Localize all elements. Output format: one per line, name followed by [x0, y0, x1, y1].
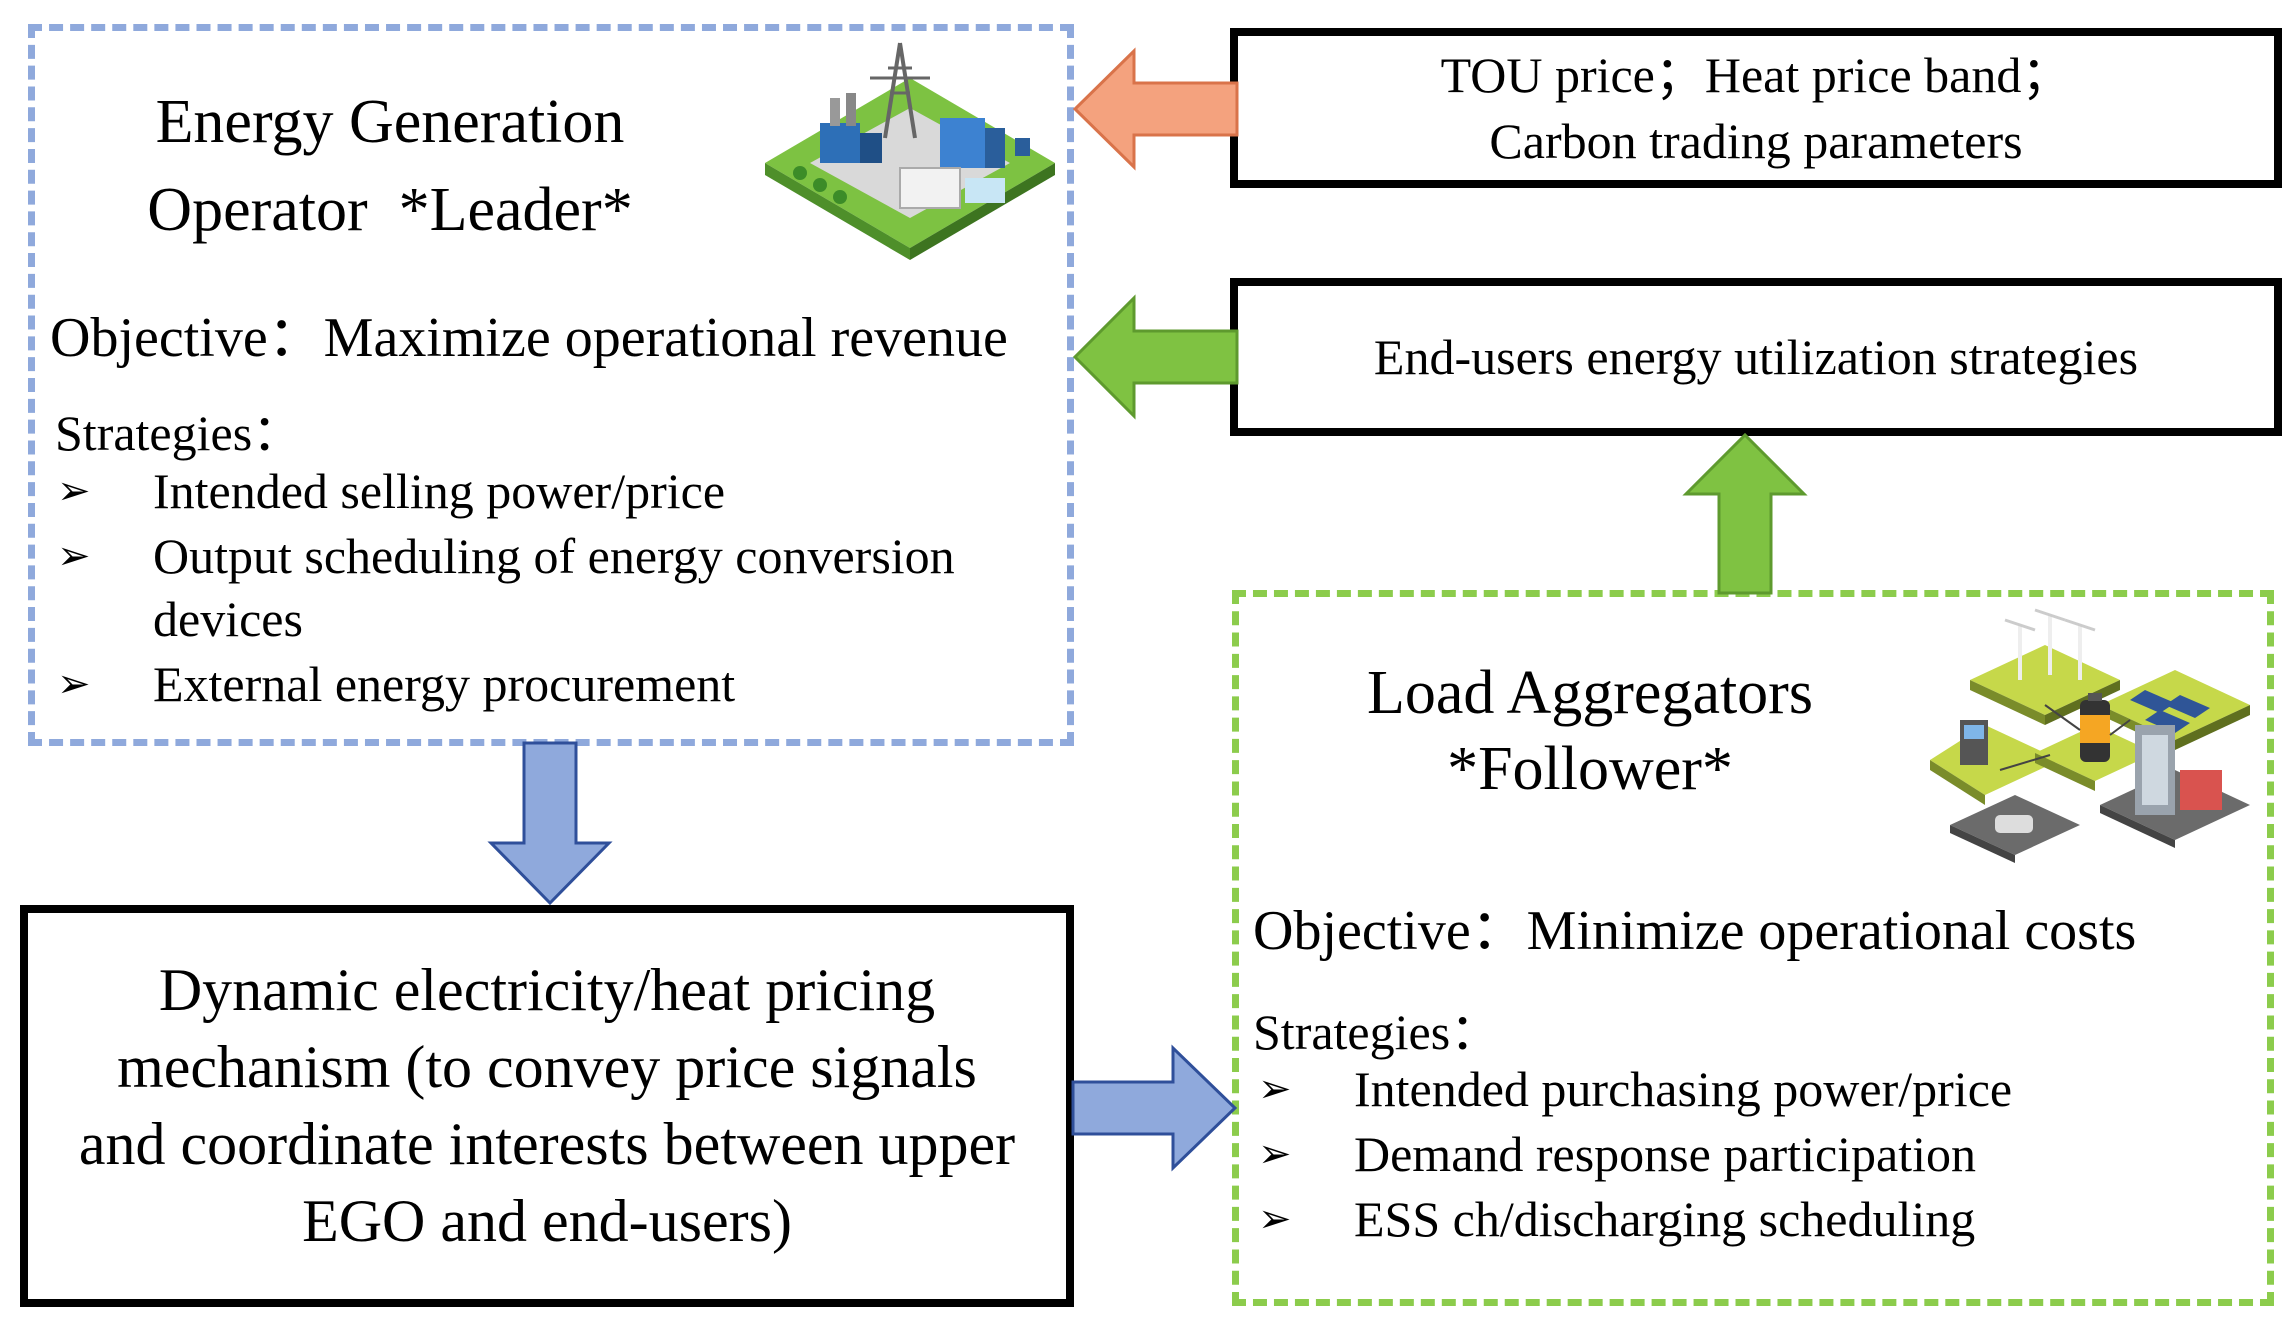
- end-user-strategies-text: End-users energy utilization strategies: [1373, 329, 2139, 385]
- smart-grid-icon: [1930, 608, 2250, 863]
- leader-title-line1: Energy Generation: [155, 88, 625, 156]
- strategy-feedback-arrow: [1072, 294, 1239, 420]
- leader-strategy-item: ➢ External energy procurement: [57, 653, 1057, 715]
- leader-strategy-item-continued: devices: [57, 588, 1057, 650]
- end-user-strategies-box: End-users energy utilization strategies: [1230, 278, 2282, 436]
- bullet-arrow-icon: ➢: [57, 468, 91, 514]
- follower-strategy-text: Demand response participation: [1354, 1126, 1977, 1182]
- follower-title-line2: *Follower*: [1447, 735, 1733, 803]
- price-parameters-box: TOU price；Heat price band； Carbon tradin…: [1230, 28, 2282, 188]
- leader-strategies-heading: Strategies：: [55, 405, 303, 461]
- power-plant-icon: [765, 42, 1055, 260]
- bullet-arrow-icon: ➢: [1258, 1196, 1292, 1242]
- leader-objective: Objective：Maximize operational revenue: [50, 307, 1008, 369]
- follower-strategy-item: ➢ Demand response participation: [1258, 1123, 2248, 1185]
- bullet-arrow-icon: ➢: [57, 661, 91, 707]
- follower-title: Load Aggregators *Follower*: [1300, 655, 1880, 807]
- follower-strategies-heading: Strategies：: [1253, 1004, 1501, 1060]
- leader-strategy-item: ➢ Output scheduling of energy conversion: [57, 525, 1057, 587]
- price-parameters-line1: TOU price；Heat price band；: [1440, 47, 2072, 103]
- bullet-arrow-icon: ➢: [1258, 1066, 1292, 1112]
- price-parameters-line2: Carbon trading parameters: [1489, 113, 2023, 169]
- follower-strategy-text: Intended purchasing power/price: [1354, 1061, 2013, 1117]
- mechanism-right-arrow: [1071, 1044, 1238, 1172]
- pricing-mechanism-line4: EGO and end-users): [302, 1188, 792, 1254]
- pricing-mechanism-line2: mechanism (to convey price signals: [117, 1034, 977, 1100]
- follower-strategy-text: ESS ch/discharging scheduling: [1354, 1191, 1976, 1247]
- pricing-mechanism-line1: Dynamic electricity/heat pricing: [158, 957, 936, 1023]
- bullet-arrow-icon: ➢: [57, 533, 91, 579]
- leader-strategy-text: External energy procurement: [153, 656, 736, 712]
- follower-title-line1: Load Aggregators: [1367, 659, 1813, 727]
- leader-title: Energy Generation Operator *Leader*: [120, 78, 660, 254]
- pricing-mechanism-box: Dynamic electricity/heat pricing mechani…: [20, 905, 1074, 1307]
- leader-downward-arrow: [487, 741, 613, 906]
- leader-strategy-text: Intended selling power/price: [153, 463, 726, 519]
- bullet-arrow-icon: ➢: [1258, 1131, 1292, 1177]
- price-signal-arrow: [1072, 47, 1239, 171]
- leader-strategy-text: Output scheduling of energy conversion: [153, 528, 955, 584]
- follower-objective: Objective：Minimize operational costs: [1253, 900, 2137, 962]
- leader-strategy-text: devices: [153, 591, 303, 647]
- leader-title-line2: Operator *Leader*: [147, 176, 633, 244]
- leader-strategy-item: ➢ Intended selling power/price: [57, 460, 1057, 522]
- pricing-mechanism-line3: and coordinate interests between upper: [78, 1111, 1016, 1177]
- follower-upward-arrow: [1682, 432, 1808, 595]
- follower-strategy-item: ➢ Intended purchasing power/price: [1258, 1058, 2248, 1120]
- follower-strategy-item: ➢ ESS ch/discharging scheduling: [1258, 1188, 2248, 1250]
